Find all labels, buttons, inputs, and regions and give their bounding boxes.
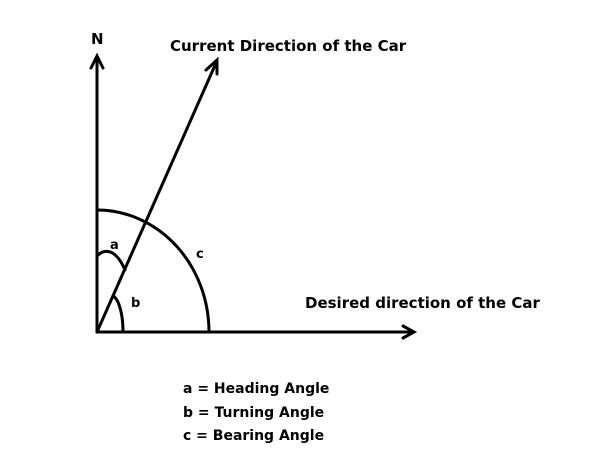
legend-turning-angle: b = Turning Angle: [183, 405, 324, 421]
legend-bearing-angle: c = Bearing Angle: [183, 428, 324, 444]
angle-label-c: c: [196, 247, 204, 262]
angle-label-b: b: [131, 296, 140, 311]
current-direction-label: Current Direction of the Car: [170, 37, 407, 55]
north-axis-arrowhead: [89, 52, 105, 70]
current-direction-line: [95, 61, 218, 334]
angle-label-a: a: [110, 238, 119, 253]
north-label: N: [91, 30, 104, 48]
arc-bearing-angle: [95, 208, 211, 334]
desired-direction-arrowhead: [401, 324, 418, 340]
legend-heading-angle: a = Heading Angle: [183, 381, 329, 397]
current-direction-arrowhead: [204, 56, 219, 76]
arc-turning-angle: [111, 294, 125, 334]
desired-direction-label: Desired direction of the Car: [305, 294, 541, 312]
arc-heading-angle: [95, 249, 127, 272]
